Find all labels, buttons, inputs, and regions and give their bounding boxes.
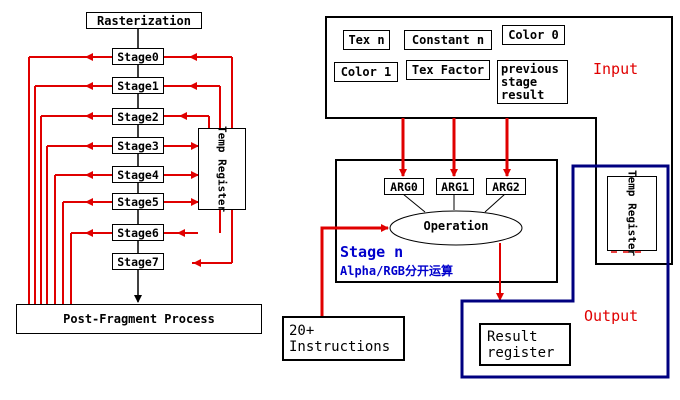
rasterization-box: Rasterization <box>86 12 202 29</box>
result-line-2: register <box>487 344 555 361</box>
constant-n-box: Constant n <box>404 30 492 50</box>
stage-0-box: Stage0 <box>112 48 164 65</box>
instructions-box: 20+ Instructions <box>282 316 405 361</box>
result-register-box: Result register <box>479 323 571 366</box>
instructions-line-1: 20+ <box>289 322 315 339</box>
temp-register-left: Temp Register <box>198 126 246 212</box>
stage-6-box: Stage6 <box>112 224 164 241</box>
operation-ellipse <box>389 210 523 246</box>
arg2-box: ARG2 <box>486 178 526 195</box>
color-0-box: Color 0 <box>502 25 565 45</box>
color-1-box: Color 1 <box>334 62 398 82</box>
tex-n-box: Tex n <box>343 30 390 50</box>
previous-line-2: stage <box>501 74 538 89</box>
input-frame <box>325 16 673 265</box>
left-arrowheads <box>85 53 96 237</box>
previous-line-1: previous <box>501 61 559 76</box>
stage-5-box: Stage5 <box>112 193 164 210</box>
stage-1-box: Stage1 <box>112 77 164 94</box>
stage-n-frame <box>335 159 558 283</box>
stage-n-subtitle: Alpha/RGB分开运算 <box>340 264 454 278</box>
arg-to-op-lines <box>402 193 506 213</box>
stage-3-box: Stage3 <box>112 137 164 154</box>
post-fragment-box: Post-Fragment Process <box>16 304 262 334</box>
output-label: Output <box>584 307 639 325</box>
previous-line-3: result <box>501 87 545 102</box>
stage-2-box: Stage2 <box>112 108 164 125</box>
input-to-arg-arrows <box>399 118 511 177</box>
operation-label: Operation <box>423 219 489 233</box>
temp-register-right: Temp Register <box>607 170 657 257</box>
arg0-box: ARG0 <box>384 178 424 195</box>
stage-4-box: Stage4 <box>112 166 164 183</box>
output-frame <box>460 164 670 379</box>
arg1-box: ARG1 <box>436 178 474 195</box>
result-line-1: Result <box>487 328 538 345</box>
input-label: Input <box>593 60 639 78</box>
left-bypass-lines <box>28 56 112 304</box>
previous-stage-result-box: previous stage result <box>497 60 568 104</box>
instructions-arrow <box>320 224 389 316</box>
instructions-line-2: Instructions <box>289 338 391 355</box>
stage-7-box: Stage7 <box>112 253 164 270</box>
stage-n-title: Stage n <box>340 243 404 261</box>
temp-arrowheads <box>177 53 210 267</box>
tex-factor-box: Tex Factor <box>406 60 490 80</box>
